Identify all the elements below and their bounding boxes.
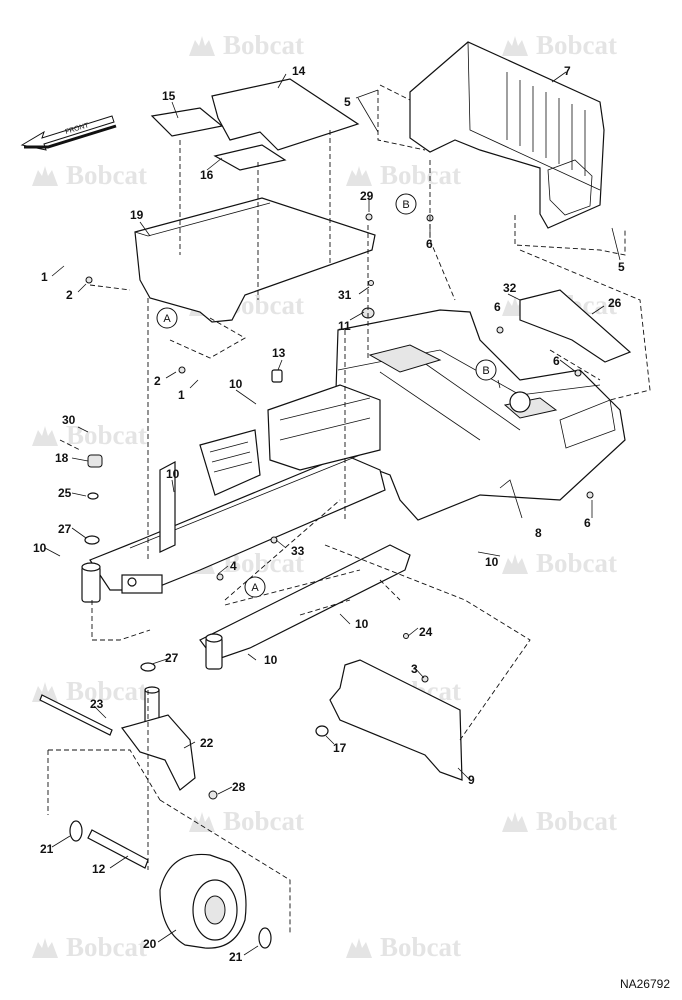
part-label-21: 21 [229, 950, 243, 964]
part-label-28: 28 [232, 780, 246, 794]
part-label-32: 32 [503, 281, 517, 295]
part-label-20: 20 [143, 937, 157, 951]
part-label-6: 6 [584, 516, 591, 530]
watermark: Bobcat [342, 932, 461, 963]
part-label-26: 26 [608, 296, 622, 310]
part-label-10: 10 [264, 653, 278, 667]
watermark: Bobcat [342, 160, 461, 191]
watermark: Bobcat [498, 548, 617, 579]
axle-bolt [39, 694, 113, 736]
part-label-9: 9 [468, 773, 475, 787]
watermark: Bobcat [28, 160, 147, 191]
part-label-33: 33 [291, 544, 305, 558]
part-label-3: 3 [411, 662, 418, 676]
bobcat-logo-icon [346, 937, 372, 958]
part-label-24: 24 [419, 625, 433, 639]
bushing [69, 820, 83, 842]
watermark: Bobcat [498, 806, 617, 837]
bobcat-logo-icon [32, 681, 58, 702]
part-label-4: 4 [230, 559, 237, 573]
callout-b-frame: B [475, 359, 497, 381]
part-label-6: 6 [553, 354, 560, 368]
part-label-2: 2 [66, 288, 73, 302]
svg-text:B: B [482, 365, 489, 377]
part-label-17: 17 [333, 741, 347, 755]
part-label-19: 19 [130, 208, 144, 222]
part-label-23: 23 [90, 697, 104, 711]
part-label-8: 8 [535, 526, 542, 540]
part-label-11: 11 [338, 319, 351, 333]
part-label-6: 6 [494, 300, 501, 314]
part-label-5: 5 [618, 260, 625, 274]
part-label-30: 30 [62, 413, 76, 427]
part-label-7: 7 [564, 64, 571, 78]
part-label-13: 13 [272, 346, 286, 360]
svg-text:A: A [163, 313, 171, 325]
floor-cover [134, 197, 376, 323]
part-label-14: 14 [292, 64, 306, 78]
bushing [258, 927, 272, 949]
front-frame [81, 384, 411, 670]
side-panel [519, 289, 632, 363]
floor-mat [150, 78, 360, 171]
main-frame [334, 309, 626, 521]
front-arrow-icon: FRONT [20, 115, 117, 151]
part-label-5: 5 [344, 95, 351, 109]
callout-b-top: B [395, 193, 417, 215]
watermark: Bobcat [185, 806, 304, 837]
watermark: Bobcat [185, 30, 304, 61]
part-label-10: 10 [355, 617, 369, 631]
side-shield [329, 659, 463, 781]
svg-text:B: B [402, 199, 409, 211]
watermark: Bobcat [28, 932, 147, 963]
watermark: Bobcat [28, 420, 147, 451]
part-label-12: 12 [92, 862, 106, 876]
callout-a-bottom: A [244, 576, 266, 598]
bobcat-logo-icon [189, 35, 215, 56]
bobcat-logo-icon [502, 811, 528, 832]
part-label-2: 2 [154, 374, 161, 388]
part-label-25: 25 [58, 486, 72, 500]
part-number-labels: 1 1 2 2 3 4 5 5 6 6 6 6 7 8 9 10 10 10 1… [33, 64, 625, 964]
part-label-31: 31 [338, 288, 352, 302]
part-label-1: 1 [41, 270, 48, 284]
part-label-29: 29 [360, 189, 374, 203]
callout-a-top: A [156, 307, 178, 329]
part-label-1: 1 [178, 388, 185, 402]
caster-wheel [159, 853, 247, 949]
part-label-10: 10 [33, 541, 47, 555]
bobcat-logo-icon [502, 35, 528, 56]
part-label-27: 27 [58, 522, 72, 536]
svg-text:A: A [251, 582, 259, 594]
bobcat-logo-icon [32, 165, 58, 186]
part-label-18: 18 [55, 451, 69, 465]
leader-lines [44, 71, 621, 956]
watermark: Bobcat [498, 30, 617, 61]
bobcat-logo-icon [502, 553, 528, 574]
bobcat-logo-icon [346, 165, 372, 186]
rear-panel [409, 41, 605, 229]
part-label-10: 10 [229, 377, 243, 391]
part-label-10: 10 [485, 555, 499, 569]
caster-fork [120, 686, 196, 791]
part-label-15: 15 [162, 89, 176, 103]
part-label-16: 16 [200, 168, 214, 182]
assembly-lines [47, 84, 651, 935]
part-label-21: 21 [40, 842, 54, 856]
part-label-6: 6 [426, 237, 433, 251]
bobcat-logo-icon [32, 937, 58, 958]
bobcat-logo-icon [32, 425, 58, 446]
part-label-27: 27 [165, 651, 179, 665]
drawing-id: NA26792 [619, 977, 670, 991]
part-label-10: 10 [166, 467, 180, 481]
axle [87, 829, 149, 869]
watermark: Bobcat [28, 676, 147, 707]
part-label-22: 22 [200, 736, 214, 750]
bobcat-logo-icon [189, 811, 215, 832]
